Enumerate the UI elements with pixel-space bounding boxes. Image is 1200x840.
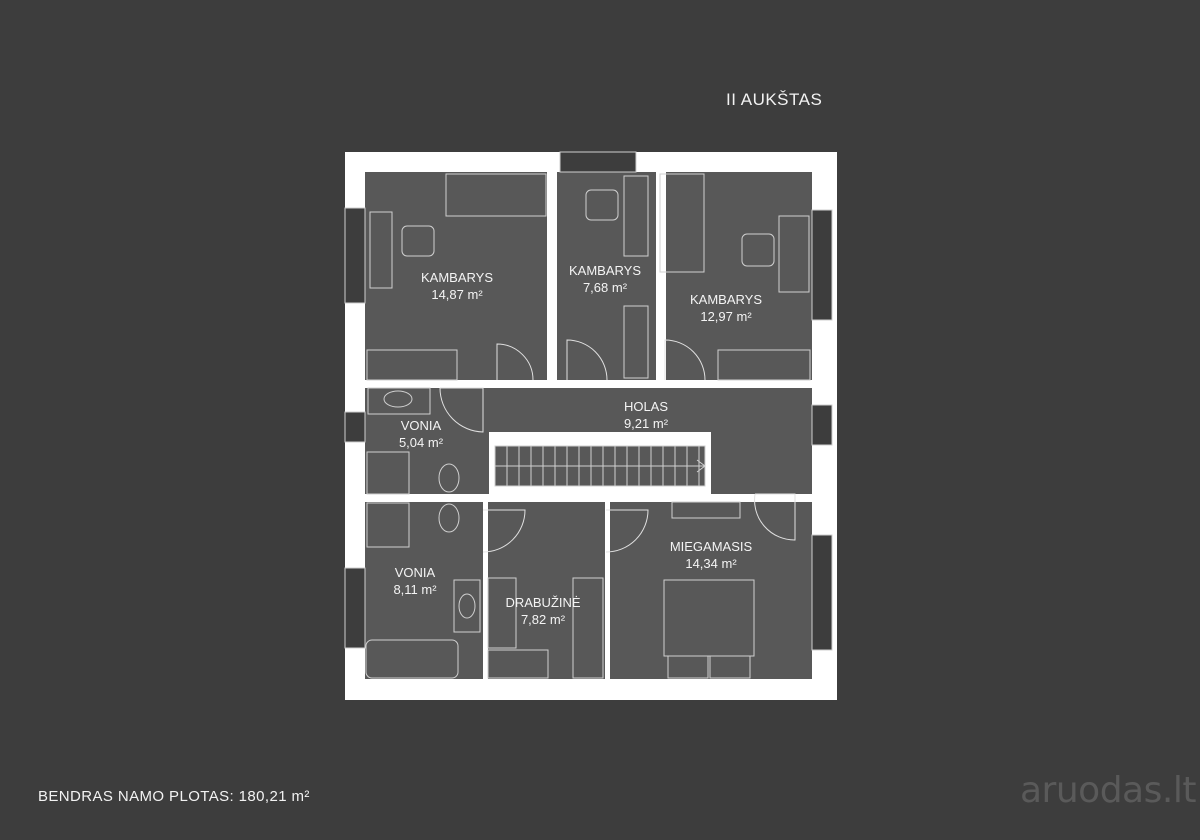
window-left-2 (344, 411, 366, 443)
desk-room-3 (778, 215, 810, 293)
desk-room-2 (623, 175, 649, 257)
toilet-bath-2 (438, 503, 460, 533)
shower-bath-2 (366, 502, 410, 548)
toilet-bath-1 (438, 463, 460, 493)
sink-bath-1 (367, 387, 431, 415)
door-room-3 (664, 339, 706, 381)
room-area: 12,97 m² (700, 309, 752, 324)
desk-room-1 (369, 211, 393, 289)
door-room-2 (566, 339, 608, 381)
window-right-2 (811, 404, 833, 446)
floor-bath-2 (365, 502, 483, 679)
room-area: 7,82 m² (521, 612, 566, 627)
logo-suffix: .lt (1161, 770, 1197, 811)
door-bedroom (605, 509, 649, 553)
shelf-closet-left (487, 577, 517, 649)
window-top (559, 151, 637, 173)
total-area: BENDRAS NAMO PLOTAS: 180,21 m² (38, 788, 310, 805)
room-label: VONIA (395, 565, 436, 580)
room-label: VONIA (401, 418, 442, 433)
room-area: 14,34 m² (685, 556, 737, 571)
room-label: DRABUŽINĖ (505, 595, 580, 610)
floor-bedroom (610, 502, 812, 679)
bed-room-1 (445, 173, 547, 217)
sink-bath-2 (453, 579, 481, 633)
wardrobe-room-2 (623, 305, 649, 379)
chair-room-3 (741, 233, 775, 267)
shower-bath-1 (366, 451, 410, 495)
room-area: 5,04 m² (399, 435, 444, 450)
basin-bath-1 (383, 390, 413, 408)
aruodas-logo[interactable]: aruodas.lt (1020, 770, 1196, 811)
nightstand-right (709, 655, 751, 679)
chair-room-2 (585, 189, 619, 221)
room-label: KAMBARYS (569, 263, 641, 278)
room-labels: KAMBARYS 14,87 m² KAMBARYS 7,68 m² KAMBA… (393, 263, 762, 627)
room-label: MIEGAMASIS (670, 539, 753, 554)
room-area: 9,21 m² (624, 416, 669, 431)
floor-title: II AUKŠTAS (726, 90, 823, 109)
floor-room-2 (557, 172, 656, 380)
furniture (365, 173, 811, 679)
floor-closet (488, 502, 605, 679)
basin-bath-2 (458, 593, 476, 619)
window-right-1 (811, 209, 833, 321)
floor-bath-1 (365, 388, 483, 494)
door-room-1 (496, 343, 534, 381)
room-label: KAMBARYS (421, 270, 493, 285)
dresser-bedroom (671, 501, 741, 519)
bathtub (365, 639, 459, 679)
shelf-closet-bottom (487, 649, 549, 679)
windows (344, 151, 833, 651)
wardrobe-room-3 (717, 349, 811, 381)
bed-room-3 (659, 173, 705, 273)
logo-text: aruodas (1020, 770, 1162, 811)
window-left-3 (344, 567, 366, 649)
room-area: 8,11 m² (393, 582, 437, 597)
room-area: 14,87 m² (431, 287, 483, 302)
room-area: 7,68 m² (583, 280, 628, 295)
chair-room-1 (401, 225, 435, 257)
door-bath-2 (482, 509, 526, 553)
wardrobe-room-1 (366, 349, 458, 381)
staircase (489, 432, 711, 494)
window-right-3 (811, 534, 833, 651)
nightstand-left (667, 655, 709, 679)
room-label: KAMBARYS (690, 292, 762, 307)
doors (439, 339, 796, 553)
window-left-1 (344, 207, 366, 304)
room-label: HOLAS (624, 399, 668, 414)
bed-bedroom (663, 579, 755, 657)
door-bedroom-2 (754, 493, 796, 541)
shelf-closet-right (572, 577, 604, 679)
floor-room-3 (666, 172, 812, 380)
floor-room-1 (365, 172, 547, 380)
door-bath-1 (439, 387, 484, 433)
